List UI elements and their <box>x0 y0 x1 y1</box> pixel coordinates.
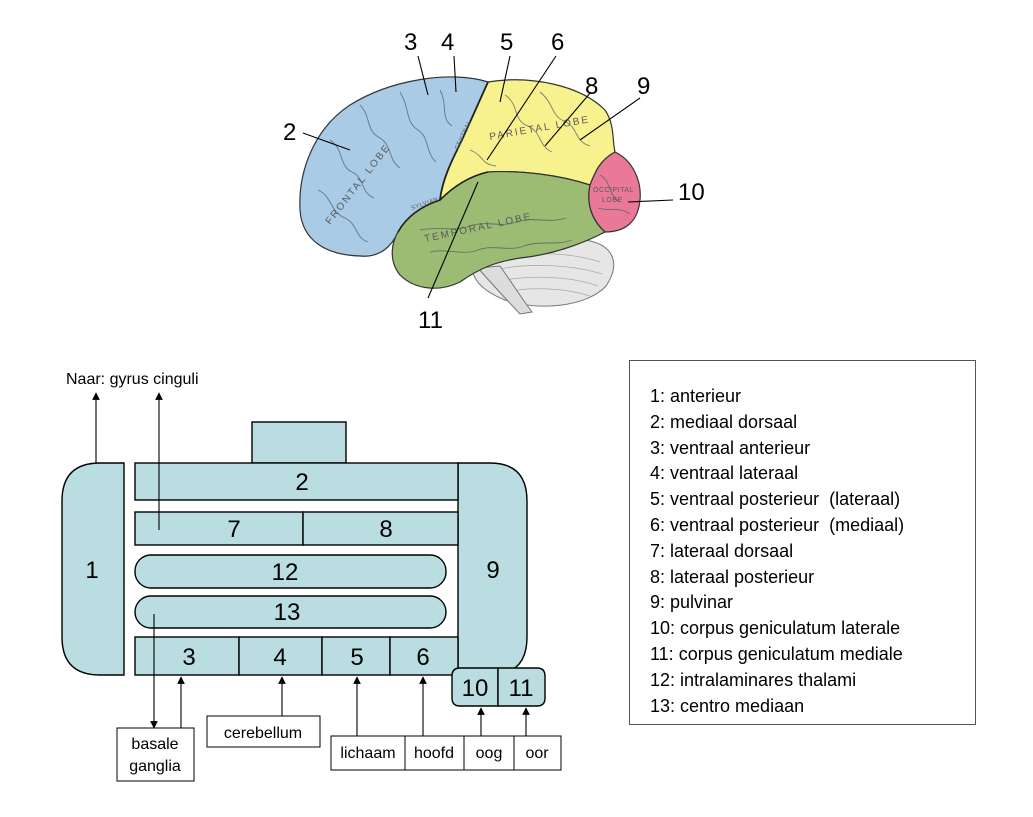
block-top-tab <box>251 421 347 464</box>
callout-5: 5 <box>500 29 513 56</box>
block-5 <box>321 636 391 676</box>
block-13-label: 13 <box>274 599 301 626</box>
central-sulcus <box>439 81 489 201</box>
ganglia-label: ganglia <box>129 758 181 775</box>
block-13 <box>134 595 447 629</box>
block-11-label: 11 <box>509 675 534 702</box>
block-2-label: 2 <box>295 469 308 496</box>
thalamus-schematic: 1 2 7 8 9 12 13 3 4 5 6 10 11 Naar: gyru… <box>61 371 562 782</box>
legend-item: 11: corpus geniculatum mediale <box>650 643 903 664</box>
callout-2: 2 <box>283 119 296 146</box>
connection-arrows <box>92 392 530 736</box>
block-1 <box>61 462 125 676</box>
occipital-lobe-label-2: LOBE <box>602 197 623 204</box>
callout-leader-lines <box>302 55 674 299</box>
legend-item: 9: pulvinar <box>650 592 734 613</box>
brain-illustration: FRONTAL LOBE PARIETAL LOBE TEMPORAL LOBE… <box>283 29 705 334</box>
block-10 <box>451 667 499 707</box>
occipital-lobe-label-1: OCCIPITAL <box>593 187 634 194</box>
callout-8: 8 <box>585 73 598 100</box>
oor-label: oor <box>525 745 549 762</box>
hoofd-label: hoofd <box>414 745 454 762</box>
gyri-lines <box>317 89 631 253</box>
block-4-label: 4 <box>273 644 286 671</box>
legend-item: 2: mediaal dorsaal <box>650 411 798 432</box>
block-3-label: 3 <box>182 644 195 671</box>
block-6 <box>389 636 459 676</box>
legend-box: 1: anterieur 2: mediaal dorsaal 3: ventr… <box>629 360 976 725</box>
callout-3: 3 <box>404 29 417 56</box>
legend-item: 1: anterieur <box>650 386 742 406</box>
brainstem-region <box>476 265 533 315</box>
lichaam-box <box>330 735 406 771</box>
cerebellum-label: cerebellum <box>224 725 302 742</box>
legend-item: 6: ventraal posterieur (mediaal) <box>650 514 905 535</box>
legend-item: 12: intralaminares thalami <box>650 669 857 690</box>
block-9-label: 9 <box>486 557 499 584</box>
hoofd-box <box>404 735 465 771</box>
callout-11: 11 <box>418 307 443 334</box>
callout-10: 10 <box>678 179 705 206</box>
oog-label: oog <box>476 745 503 762</box>
block-7-label: 7 <box>227 516 240 543</box>
block-7 <box>134 511 304 546</box>
cerebellum-box <box>206 715 321 748</box>
legend-item: 8: lateraal posterieur <box>650 566 815 587</box>
block-5-label: 5 <box>350 644 363 671</box>
basale-ganglia-box <box>116 727 195 782</box>
gyrus-cinguli-label: Naar: gyrus cinguli <box>66 371 199 388</box>
legend-item: 5: ventraal posterieur (lateraal) <box>650 489 901 510</box>
basale-label: basale <box>131 736 178 753</box>
legend-item: 7: lateraal dorsaal <box>650 540 794 561</box>
block-1-label: 1 <box>85 557 98 584</box>
block-11 <box>497 667 546 707</box>
lichaam-label: lichaam <box>340 745 395 762</box>
legend-item: 3: ventraal anterieur <box>650 437 811 458</box>
oog-box <box>463 735 515 771</box>
oor-box <box>513 735 562 771</box>
temporal-lobe <box>391 170 607 289</box>
block-10-label: 10 <box>462 675 489 702</box>
block-12-label: 12 <box>272 559 299 586</box>
block-12 <box>134 554 447 589</box>
block-6-label: 6 <box>416 644 429 671</box>
callout-6: 6 <box>551 29 564 56</box>
legend-item: 10: corpus geniculatum laterale <box>650 618 901 639</box>
block-2 <box>134 462 459 501</box>
block-8-label: 8 <box>379 516 392 543</box>
block-8 <box>302 511 459 546</box>
legend-item: 4: ventraal lateraal <box>650 463 799 484</box>
legend-item: 13: centro mediaan <box>650 695 805 716</box>
callout-9: 9 <box>637 73 650 100</box>
callout-4: 4 <box>441 29 454 56</box>
sylvian-fissure <box>397 171 489 233</box>
